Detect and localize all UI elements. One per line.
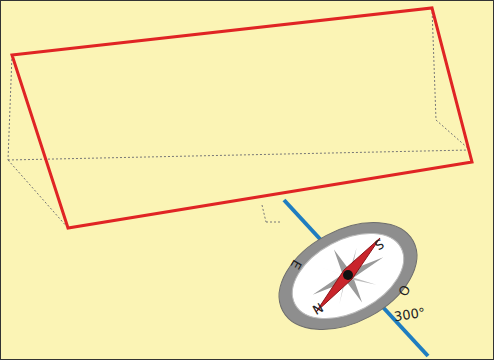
hidden-edges — [8, 8, 470, 228]
dip-plane — [12, 8, 472, 228]
compass — [261, 201, 435, 352]
needle-pivot — [343, 270, 353, 280]
bearing-value: 300° — [394, 305, 427, 322]
compass-needle — [316, 238, 380, 312]
